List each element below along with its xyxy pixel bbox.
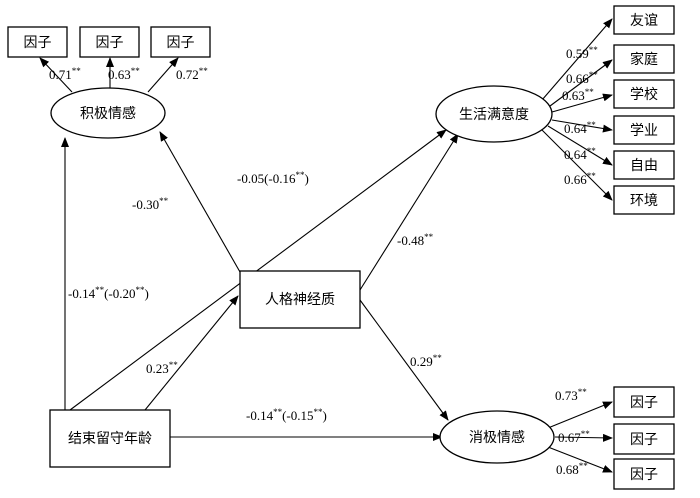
coef-neuroticism-to-negative: 0.29** <box>410 353 442 369</box>
node-positive-affect: 积极情感 <box>50 87 166 139</box>
edge-neuroticism-to-negative <box>359 299 449 421</box>
edge-neuroticism-to-positive <box>159 131 241 273</box>
svg-text:环境: 环境 <box>630 193 658 209</box>
edge-negative-factor-2 <box>554 433 613 442</box>
svg-text:积极情感: 积极情感 <box>80 105 136 122</box>
edge-positive-factor-3 <box>147 57 179 93</box>
loading-negative-2: 0.67** <box>558 429 590 445</box>
svg-text:因子: 因子 <box>96 35 124 51</box>
svg-text:人格神经质: 人格神经质 <box>265 292 335 308</box>
node-sat-freedom: 自由 <box>613 150 675 180</box>
edge-sat-environment <box>541 129 613 201</box>
svg-text:家庭: 家庭 <box>630 51 658 68</box>
node-negative-affect: 消极情感 <box>439 410 555 464</box>
loading-positive-3: 0.72** <box>176 66 208 82</box>
loading-negative-3: 0.68** <box>556 461 588 477</box>
coef-age-to-positive: -0.14**(-0.20**) <box>68 285 149 301</box>
edge-sat-friendship <box>541 18 613 101</box>
svg-text:结束留守年龄: 结束留守年龄 <box>68 431 152 447</box>
loading-negative-1: 0.73** <box>555 387 587 403</box>
svg-text:因子: 因子 <box>167 35 195 51</box>
edge-age-to-satisfaction <box>69 129 447 411</box>
loading-sat-6: 0.66** <box>564 171 596 187</box>
edge-neuroticism-to-satisfaction <box>359 133 459 291</box>
svg-text:友谊: 友谊 <box>630 13 658 29</box>
node-neuroticism: 人格神经质 <box>239 270 361 329</box>
loading-sat-3: 0.63** <box>562 87 594 103</box>
svg-text:因子: 因子 <box>630 395 658 411</box>
svg-text:学校: 学校 <box>630 86 658 103</box>
node-pos-factor-2: 因子 <box>79 26 140 58</box>
svg-text:生活满意度: 生活满意度 <box>459 106 529 123</box>
node-neg-factor-2: 因子 <box>613 423 675 455</box>
svg-text:因子: 因子 <box>630 432 658 448</box>
loading-sat-1: 0.59** <box>566 45 598 61</box>
loading-positive-2: 0.63** <box>108 66 140 82</box>
svg-text:学业: 学业 <box>630 123 658 139</box>
node-pos-factor-1: 因子 <box>7 26 68 58</box>
node-sat-friendship: 友谊 <box>613 5 675 35</box>
node-life-satisfaction: 生活满意度 <box>435 85 553 143</box>
node-neg-factor-3: 因子 <box>613 458 675 490</box>
edge-sat-family <box>549 59 613 107</box>
edge-sat-school <box>551 93 613 113</box>
coef-neuroticism-to-positive: -0.30** <box>132 196 169 212</box>
svg-text:因子: 因子 <box>24 35 52 51</box>
svg-text:因子: 因子 <box>630 467 658 483</box>
node-end-age: 结束留守年龄 <box>49 409 171 468</box>
edge-negative-factor-1 <box>547 401 613 429</box>
node-neg-factor-1: 因子 <box>613 386 675 418</box>
loading-sat-5: 0.64** <box>564 146 596 162</box>
loading-sat-4: 0.64** <box>564 120 596 136</box>
loading-sat-2: 0.66** <box>566 70 598 86</box>
coef-age-to-neuroticism: 0.23** <box>146 360 178 376</box>
node-sat-environment: 环境 <box>613 185 675 215</box>
node-sat-school: 学校 <box>613 79 675 109</box>
edge-sat-freedom <box>547 125 613 166</box>
coef-age-to-satisfaction: -0.05(-0.16**) <box>237 170 309 186</box>
coef-age-to-negative: -0.14**(-0.15**) <box>246 407 327 423</box>
svg-text:消极情感: 消极情感 <box>469 429 525 446</box>
svg-text:自由: 自由 <box>630 158 658 174</box>
coef-neuroticism-to-satisfaction: -0.48** <box>397 232 434 248</box>
edge-positive-factor-1 <box>39 57 73 93</box>
node-pos-factor-3: 因子 <box>150 26 211 58</box>
edge-sat-study <box>551 119 613 133</box>
node-sat-family: 家庭 <box>613 44 675 74</box>
loading-positive-1: 0.71** <box>49 66 81 82</box>
node-sat-study: 学业 <box>613 115 675 145</box>
edge-age-to-neuroticism <box>144 295 239 411</box>
edge-negative-factor-3 <box>547 446 613 473</box>
